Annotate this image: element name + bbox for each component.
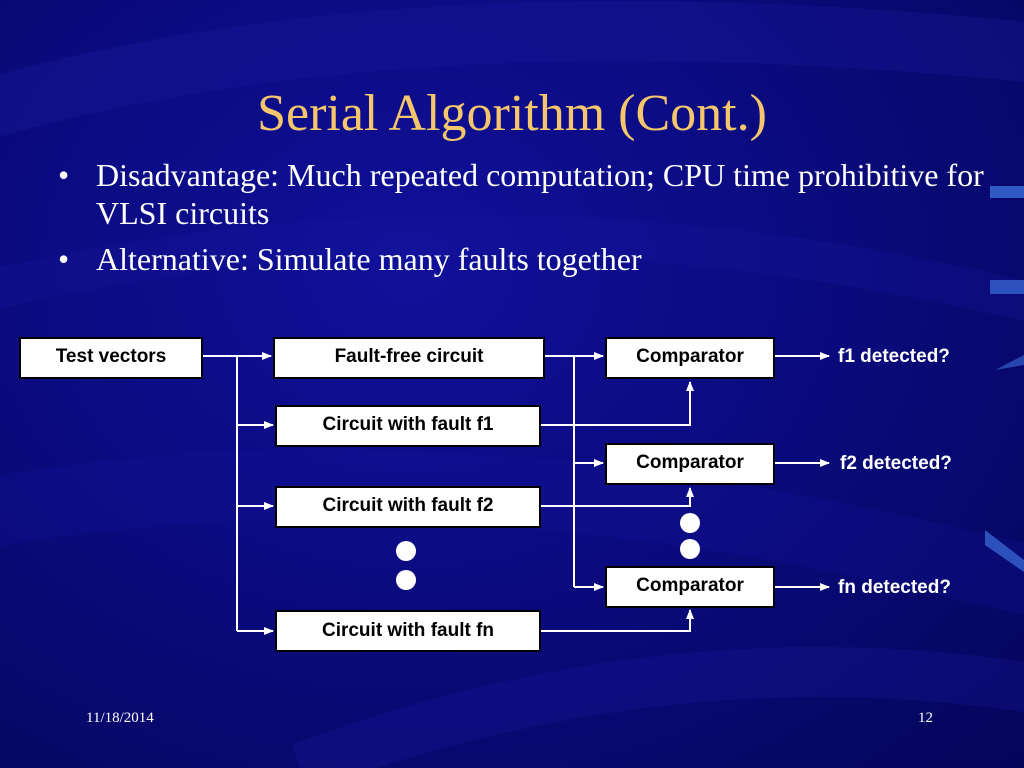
test-vectors-box: Test vectors — [19, 337, 203, 379]
circuit-fault-f1-box: Circuit with fault f1 — [275, 405, 541, 447]
ellipsis-dot — [396, 570, 416, 590]
circuit-fault-fn-box: Circuit with fault fn — [275, 610, 541, 652]
output-label-fn: fn detected? — [838, 577, 951, 598]
ellipsis-dot — [396, 541, 416, 561]
footer-page-number: 12 — [918, 710, 933, 726]
output-label-f1: f1 detected? — [838, 346, 950, 367]
fault-free-circuit-box: Fault-free circuit — [273, 337, 545, 379]
bullet-text: Alternative: Simulate many faults togeth… — [96, 241, 642, 277]
ellipsis-dot — [680, 539, 700, 559]
slide-title: Serial Algorithm (Cont.) — [257, 85, 767, 142]
bullet-text: Disadvantage: Much repeated computation;… — [96, 157, 984, 231]
comparator-2-box: Comparator — [605, 443, 775, 485]
comparator-n-box: Comparator — [605, 566, 775, 608]
bullet-dot: • — [58, 157, 70, 193]
circuit-fault-f2-box: Circuit with fault f2 — [275, 486, 541, 528]
comparator-1-box: Comparator — [605, 337, 775, 379]
output-label-f2: f2 detected? — [840, 453, 952, 474]
bullet-item: • Disadvantage: Much repeated computatio… — [58, 156, 988, 232]
bullet-list: • Disadvantage: Much repeated computatio… — [58, 156, 988, 286]
bullet-dot: • — [58, 241, 70, 277]
ellipsis-dot — [680, 513, 700, 533]
bullet-item: • Alternative: Simulate many faults toge… — [58, 240, 988, 278]
footer-date: 11/18/2014 — [86, 710, 154, 726]
